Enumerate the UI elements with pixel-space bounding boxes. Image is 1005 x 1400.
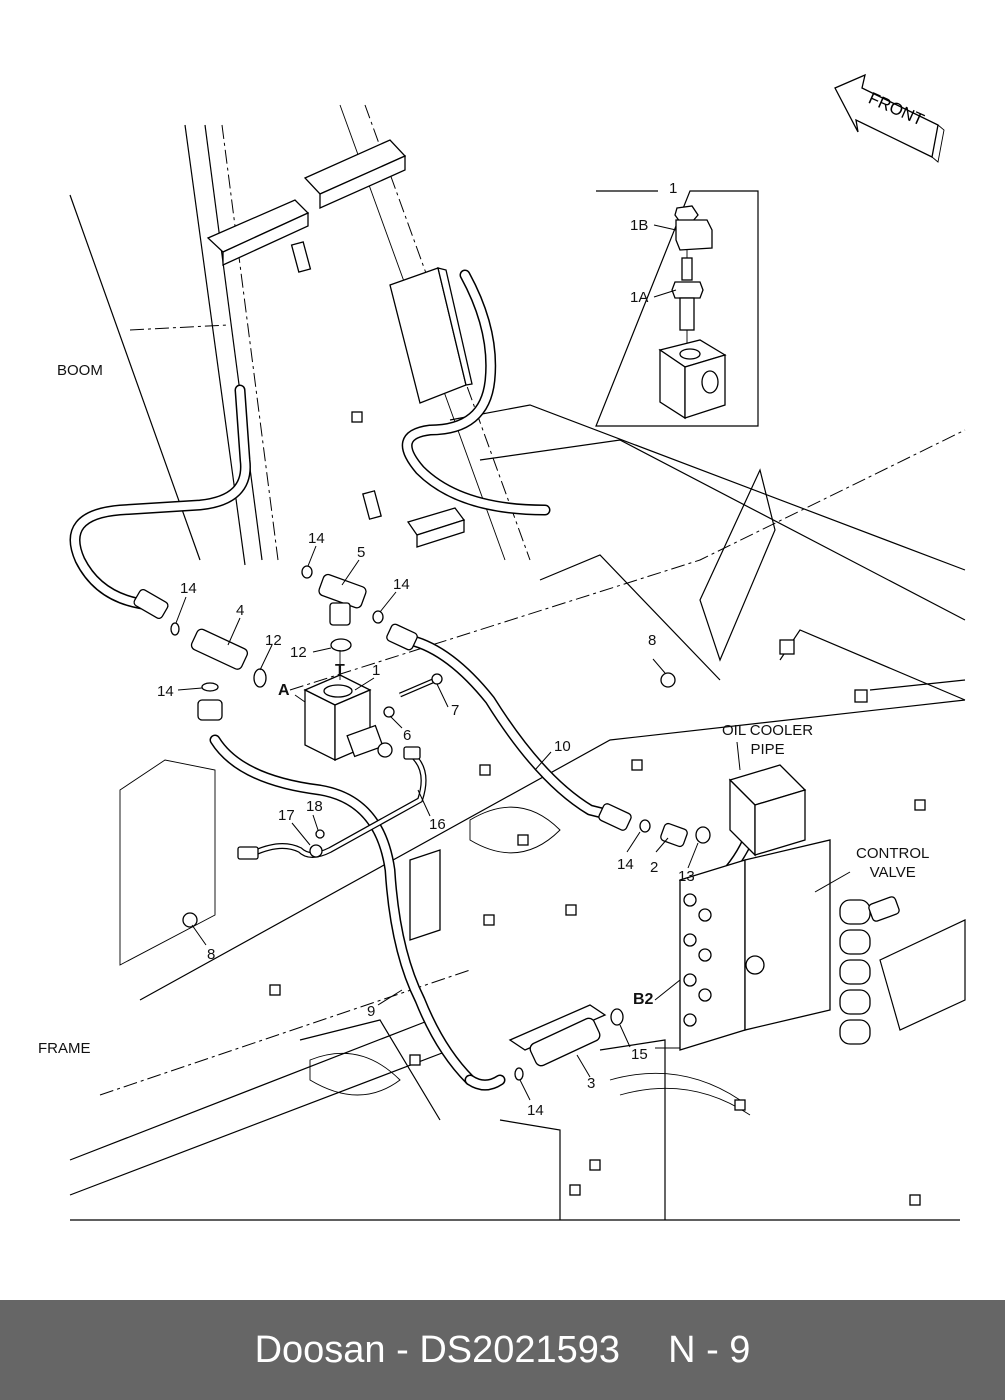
callout-14: 14	[527, 1102, 544, 1119]
callout-18: 18	[306, 798, 323, 815]
oil-cooler-pipe-label-line1: OIL COOLER	[722, 722, 814, 739]
callout-7: 7	[451, 702, 460, 719]
frame-structure	[69, 404, 966, 1221]
hoses	[69, 269, 766, 1091]
detail-box-item-1	[595, 190, 759, 427]
control-valve-label-line1: CONTROL	[856, 845, 930, 862]
callout-8: 8	[648, 632, 657, 649]
callout-14: 14	[617, 856, 634, 873]
control-valve-plugs	[683, 893, 765, 1027]
callout-15: 15	[631, 1046, 648, 1063]
oil-cooler-pipe-label-line2: PIPE	[750, 740, 785, 758]
port-label-a: A	[278, 682, 290, 699]
footer-brand: Doosan	[254, 1328, 386, 1371]
footer-part-number: DS2021593	[419, 1328, 621, 1371]
fittings	[133, 565, 900, 1081]
callout-8: 8	[207, 946, 216, 963]
callout-14: 14	[157, 683, 174, 700]
footer-caption-bar: Doosan - DS2021593 N - 9	[0, 1300, 1005, 1400]
callout-13: 13	[678, 868, 695, 885]
control-valve-label: CONTROL VALVE	[856, 845, 929, 883]
callout-6: 6	[403, 727, 412, 744]
control-valve-label-line2: VALVE	[869, 863, 916, 881]
front-arrow: FRONT	[834, 73, 945, 163]
leader-lines	[175, 545, 851, 1101]
control-valve-spools	[839, 899, 871, 1045]
callout-12: 12	[265, 632, 282, 649]
port-label-t: T	[335, 662, 345, 679]
oil-cooler-pipe-label: OIL COOLER PIPE	[722, 722, 813, 760]
parts-diagram: FRONT BOOM FRAME OIL COOLER PIPE CONTROL…	[38, 73, 966, 1221]
boom-structure	[69, 104, 531, 566]
callout-12: 12	[290, 644, 307, 661]
callout-4: 4	[236, 602, 245, 619]
callout-14: 14	[393, 576, 410, 593]
callout-14: 14	[308, 530, 325, 547]
frame-label: FRAME	[38, 1040, 91, 1057]
callout-3: 3	[587, 1075, 596, 1092]
callout-17: 17	[278, 807, 295, 824]
callout-1b: 1B	[630, 217, 649, 234]
callout-5: 5	[357, 544, 366, 561]
callout-16: 16	[429, 816, 446, 833]
diagram-linework: FRONT	[69, 73, 966, 1221]
boom-label: BOOM	[57, 362, 103, 379]
callout-9: 9	[367, 1003, 376, 1020]
detail-box-title: 1	[669, 180, 678, 197]
callout-2: 2	[650, 859, 659, 876]
callout-1a: 1A	[630, 289, 649, 306]
port-label-b2: B2	[633, 991, 654, 1008]
callout-10: 10	[554, 738, 571, 755]
callout-14: 14	[180, 580, 197, 597]
footer-separator: -	[396, 1328, 409, 1371]
port-indicators	[294, 650, 341, 703]
callout-1: 1	[372, 662, 381, 679]
footer-page-ref: N - 9	[668, 1328, 751, 1371]
